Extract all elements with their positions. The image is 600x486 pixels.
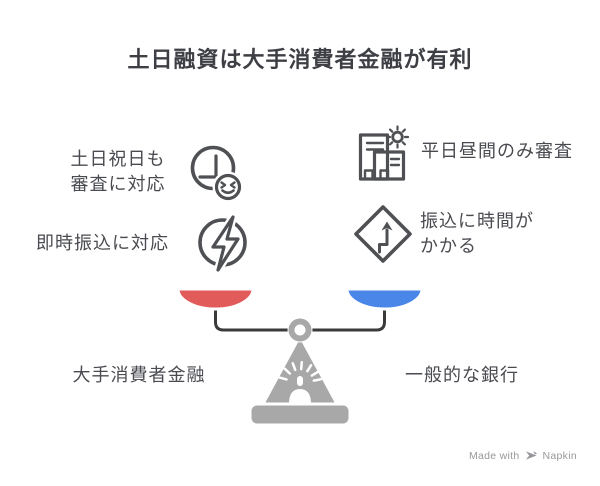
- feature-weekend-review-label: 土日祝日も 審査に対応: [70, 149, 166, 194]
- made-with-napkin-watermark: Made with Napkin: [469, 449, 577, 462]
- clock-smile-icon: [190, 145, 244, 203]
- right-pan-label: 一般的な銀行: [405, 365, 519, 385]
- napkin-logo-icon: [525, 450, 537, 460]
- building-sun-icon: [358, 125, 410, 181]
- scale-left-pan: [176, 287, 255, 311]
- left-pan-label: 大手消費者金融: [72, 365, 206, 385]
- bell-lamp-icon: [278, 360, 322, 404]
- winding-arrow-sign-icon: [354, 205, 412, 263]
- feature-transfer-delay-label: 振込に時間が かかる: [420, 211, 534, 256]
- feature-weekday-review-label: 平日昼間のみ審査: [421, 141, 573, 161]
- napkin-brand-text: Napkin: [542, 449, 577, 462]
- balance-scale: [176, 287, 424, 427]
- scale-right-pan: [345, 287, 424, 311]
- made-with-text: Made with: [468, 449, 520, 462]
- page-title: 土日融資は大手消費者金融が有利: [127, 47, 473, 72]
- scale-pedestal: [248, 402, 352, 427]
- feature-instant-transfer-label: 即時振込に対応: [36, 233, 169, 253]
- lightning-circle-icon: [198, 214, 247, 274]
